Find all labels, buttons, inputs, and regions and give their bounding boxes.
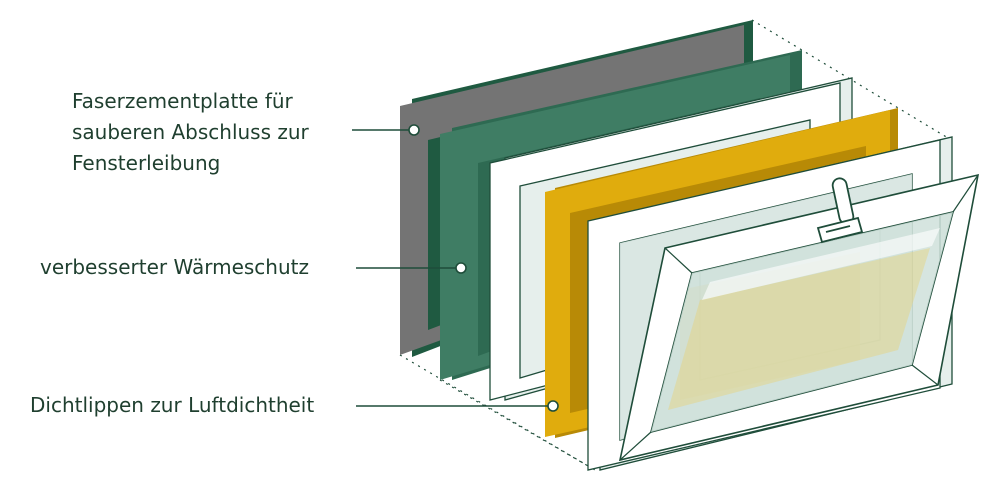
label-fiber-cement-line1: Faserzementplatte für: [72, 89, 293, 113]
leader-lines: [352, 129, 548, 407]
tilted-sash: [618, 173, 980, 462]
callout-dot-sealing: [547, 400, 559, 412]
callout-dot-fiber-cement: [408, 124, 420, 136]
label-thermal-insulation: verbesserter Wärmeschutz: [40, 255, 309, 279]
callout-markers: [408, 124, 559, 412]
perspective-guides: [399, 19, 949, 471]
label-fiber-cement: Faserzementplatte für sauberen Abschluss…: [72, 86, 352, 179]
window-handle-icon: [816, 177, 864, 244]
label-fiber-cement-line3: Fensterleibung: [72, 151, 221, 175]
label-fiber-cement-line2: sauberen Abschluss zur: [72, 120, 309, 144]
label-sealing-lips: Dichtlippen zur Luftdichtheit: [30, 393, 315, 417]
callout-dot-insulation: [455, 262, 467, 274]
